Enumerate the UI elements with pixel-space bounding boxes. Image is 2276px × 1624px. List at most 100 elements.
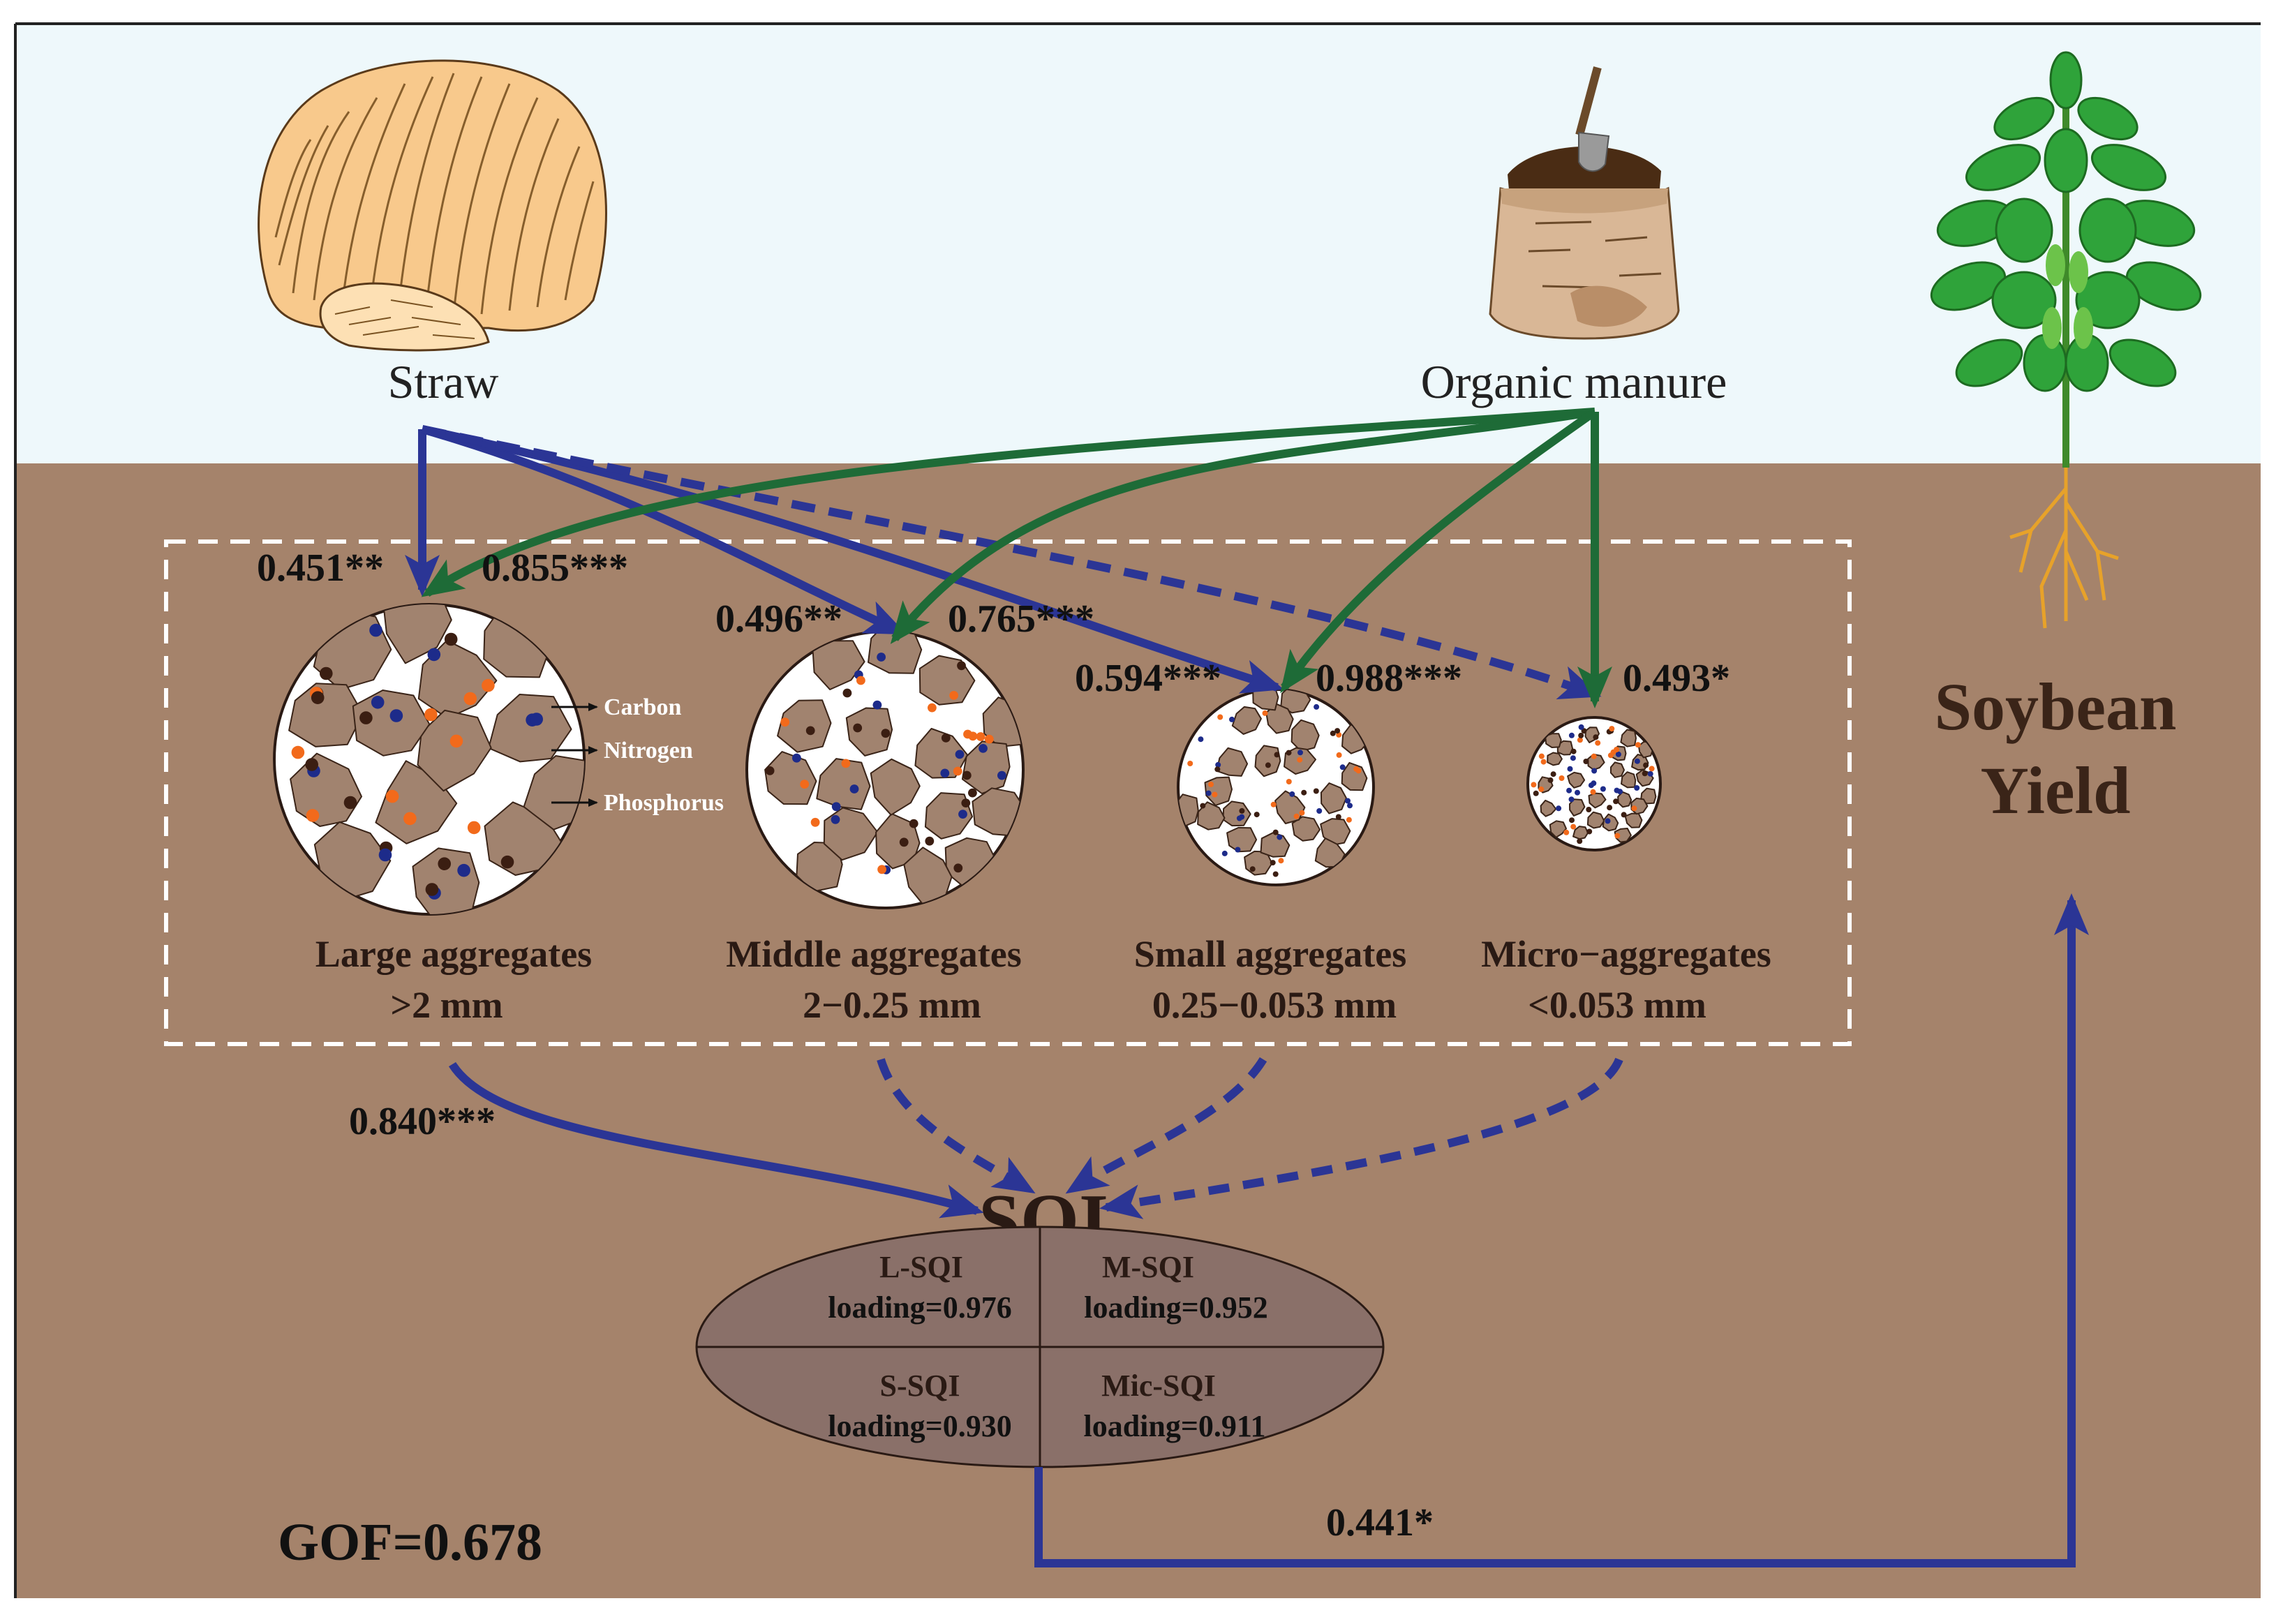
phosphorus-dot [1577, 737, 1583, 743]
soil-particle [845, 707, 893, 757]
phosphorus-dot [1336, 752, 1342, 758]
carbon-dot [1577, 838, 1583, 844]
nitrogen-dot [1235, 847, 1241, 853]
sqi-ellipse [695, 1226, 1385, 1468]
m-sqi-name: M-SQI [1102, 1250, 1194, 1284]
nitrogen-dot [1570, 755, 1576, 761]
nitrogen-dot [1575, 789, 1580, 796]
carbon-dot [1570, 748, 1577, 754]
nitrogen-dot [877, 653, 886, 662]
nitrogen-dot [1568, 796, 1575, 803]
soil-particle [488, 694, 572, 763]
nitrogen-dot [940, 768, 950, 778]
phosphorus-dot [856, 676, 865, 685]
phosphorus-dot [1649, 766, 1655, 772]
l-sqi-loading: loading=0.976 [828, 1290, 1011, 1325]
carbon-dot [425, 883, 439, 896]
carbon-dot [1200, 803, 1206, 809]
nitrogen-dot [955, 750, 965, 759]
soil-particle [924, 792, 973, 840]
carbon-dot [961, 798, 971, 807]
carbon-dot [925, 836, 935, 846]
phosphorus-dot [1538, 753, 1545, 759]
manure-to-middle-path [890, 408, 1596, 644]
nitrogen-dot [1634, 758, 1640, 764]
middle-to-sqi-path [877, 1058, 1036, 1194]
carbon-dot [359, 711, 373, 724]
nitrogen-dot [1205, 790, 1212, 796]
s-sqi-loading: loading=0.930 [828, 1409, 1011, 1443]
soil-particle [1621, 771, 1637, 789]
soil-particle [1586, 811, 1605, 829]
carbon-dot [1254, 812, 1260, 818]
carbon-dot [1642, 770, 1648, 777]
straw-icon [258, 59, 607, 352]
soil-particle [417, 639, 498, 720]
carbon-dot [438, 857, 451, 870]
nitrogen-dot [1297, 750, 1303, 756]
phosphorus-dot [1217, 714, 1223, 720]
legend-carbon: Carbon [604, 694, 682, 720]
nitrogen-dot [1591, 780, 1597, 787]
carbon-dot [881, 729, 891, 738]
phosphorus-dot [1531, 782, 1537, 788]
phosphorus-dot [403, 812, 417, 826]
nitrogen-dot [1567, 766, 1573, 772]
phosphorus-dot [424, 708, 438, 722]
phosphorus-dot [1614, 747, 1620, 752]
carbon-dot [1286, 750, 1292, 756]
phosphorus-dot [291, 745, 305, 759]
carbon-dot [1334, 728, 1341, 734]
carbon-dot [1643, 762, 1649, 768]
nitrogen-dot [979, 744, 988, 753]
large-aggregates-size: >2 mm [390, 984, 503, 1026]
soil-particle [1320, 782, 1347, 814]
soil-particle [764, 751, 817, 805]
carbon-dot [1335, 814, 1341, 820]
micro-aggregates-size: <0.053 mm [1528, 984, 1706, 1026]
micro-aggregate [1526, 716, 1662, 851]
nitrogen-dot [792, 753, 801, 763]
manure-to-small-path [1280, 408, 1598, 694]
phosphorus-dot [1346, 817, 1352, 823]
coef-manure-small: 0.988*** [1316, 657, 1462, 700]
phosphorus-dot [1614, 833, 1621, 839]
carbon-dot [968, 788, 977, 798]
phosphorus-dot [1262, 710, 1268, 716]
nitrogen-dot [427, 648, 441, 662]
nitrogen-dot [369, 623, 382, 637]
coef-straw-small: 0.594*** [1075, 657, 1221, 700]
soil-particle [417, 709, 492, 792]
soil-particle [1540, 799, 1557, 817]
carbon-dot [1569, 817, 1575, 824]
carbon-dot [1621, 812, 1627, 818]
middle-aggregates-label: Middle aggregates [726, 933, 1021, 975]
nitrogen-dot [1647, 770, 1653, 777]
soil-particle [352, 690, 431, 757]
soil-particle [1602, 813, 1619, 832]
carbon-dot [953, 863, 963, 873]
nitrogen-dot [1605, 818, 1611, 824]
nitrogen-dot [1236, 815, 1242, 821]
phosphorus-dot [953, 766, 962, 776]
large-aggregate [273, 603, 586, 916]
carbon-dot [1272, 829, 1279, 835]
carbon-dot [962, 770, 972, 780]
carbon-dot [305, 758, 319, 771]
nitrogen-dot [1339, 764, 1346, 770]
carbon-dot [1583, 759, 1589, 764]
nitrogen-dot [1600, 786, 1606, 792]
phosphorus-dot [780, 717, 790, 727]
manure-to-large-path [421, 408, 1596, 597]
phosphorus-dot [800, 780, 810, 789]
soil-particle [961, 740, 1011, 794]
carbon-dot [842, 688, 852, 698]
phosphorus-dot [1270, 801, 1277, 807]
carbon-dot [1593, 734, 1599, 740]
phosphorus-dot [949, 691, 958, 700]
phosphorus-dot [810, 817, 820, 827]
coef-straw-middle: 0.496** [715, 597, 842, 641]
large-to-sqi-path [448, 1061, 984, 1219]
carbon-dot [1301, 789, 1307, 796]
carbon-dot [1330, 730, 1336, 736]
